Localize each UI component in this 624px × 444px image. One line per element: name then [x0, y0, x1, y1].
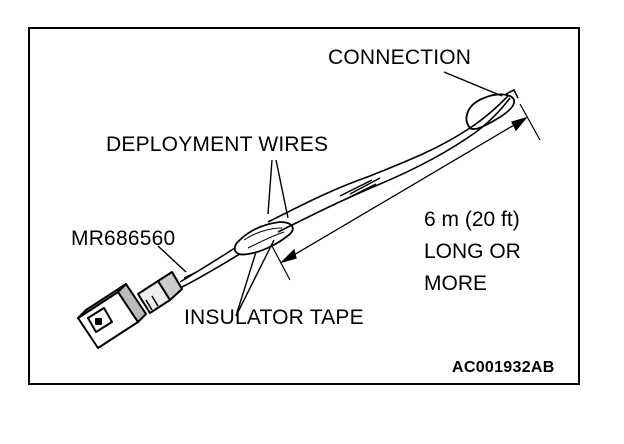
connection-loop — [465, 88, 519, 130]
deployment-wires-label: DEPLOYMENT WIRES — [106, 133, 329, 156]
connection-label: CONNECTION — [328, 46, 472, 69]
length-line-1: 6 m (20 ft) — [424, 208, 520, 231]
deployment-wires — [267, 95, 511, 233]
figure-code: AC001932AB — [452, 359, 555, 376]
part-number-label: MR686560 — [71, 227, 176, 250]
length-label: 6 m (20 ft) LONG OR MORE — [424, 204, 521, 300]
length-dimension — [271, 103, 541, 281]
connector — [77, 271, 183, 349]
figure-frame — [28, 27, 580, 385]
insulator-tape — [233, 221, 294, 256]
leader-lines — [157, 71, 503, 317]
insulator-tape-label: INSULATOR TAPE — [184, 306, 364, 329]
length-line-2: LONG OR — [424, 240, 521, 263]
length-line-3: MORE — [424, 272, 487, 295]
